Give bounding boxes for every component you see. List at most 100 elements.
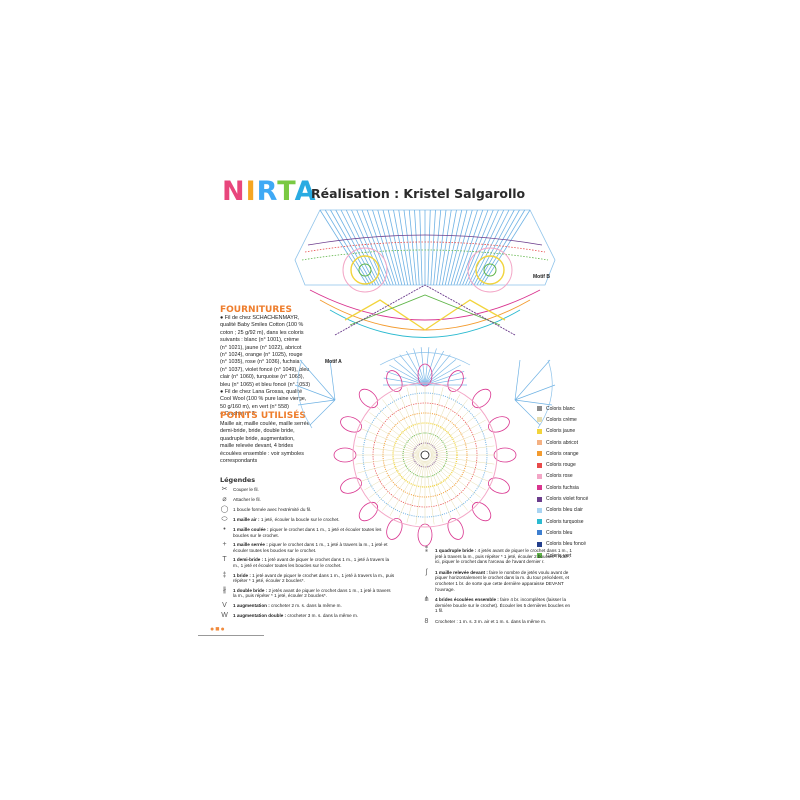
legend-description: faire 4 br. incomplètes (laisser la dern… bbox=[435, 597, 571, 614]
legend-text: 1 boucle formée avec l'extrémité du fil. bbox=[233, 507, 311, 513]
page-title: NIRTA bbox=[222, 176, 316, 207]
color-label: Coloris crème bbox=[546, 416, 577, 423]
motif-a-fan-left bbox=[294, 359, 336, 429]
legend-item: ∦1 double bride : 2 jetés avant de pique… bbox=[220, 587, 395, 599]
color-label: Coloris orange bbox=[546, 450, 579, 457]
color-label: Coloris bleu clair bbox=[546, 507, 583, 514]
text-line: (n° 1024), orange (n° 1025), rouge bbox=[220, 352, 303, 359]
color-swatch bbox=[537, 462, 542, 468]
legend-text: 1 maille air : 1 jeté, écouler la boucle… bbox=[233, 517, 340, 523]
text-line: écoulées ensemble : voir symboles bbox=[220, 450, 304, 457]
color-legend-item: Coloris abricot bbox=[537, 437, 588, 448]
color-swatch bbox=[537, 519, 542, 525]
legend-item: ⁑1 quadruple bride : 4 jetés avant de pi… bbox=[422, 547, 572, 565]
fournitures-text: ● Fil de chez SCHACHENMAYR,qualité Baby … bbox=[220, 315, 332, 419]
color-swatch bbox=[537, 507, 542, 513]
color-swatch bbox=[537, 541, 542, 547]
text-line: (n° 1021), jaune (n° 1022), abricot bbox=[220, 344, 302, 351]
legend-term: 1 quadruple bride : bbox=[435, 548, 477, 553]
legend-description: 1 boucle formée avec l'extrémité du fil. bbox=[233, 507, 312, 512]
legend-description: piquer le crochet dans 1 m., 1 jeté et é… bbox=[233, 527, 382, 538]
crochet-diagram bbox=[294, 209, 556, 547]
symbol-legend-right: ⁑1 quadruple bride : 4 jetés avant de pi… bbox=[422, 547, 572, 625]
legend-item: ◯ 1 boucle formée avec l'extrémité du fi… bbox=[220, 506, 395, 513]
legend-text: 1 augmentation : crocheter 2 m. s. dans … bbox=[233, 603, 342, 609]
color-legend-item: Coloris vert bbox=[537, 550, 588, 561]
color-label: Coloris fuchsia bbox=[546, 484, 579, 491]
color-label: Coloris vert bbox=[546, 552, 572, 559]
motif-a-label: Motif A bbox=[325, 359, 342, 365]
legend-text: 1 augmentation double : crocheter 3 m. s… bbox=[233, 613, 358, 619]
legend-term: 1 maille air : bbox=[233, 517, 260, 522]
upper-fan bbox=[379, 347, 471, 386]
stitch-symbol-icon: ‡ bbox=[222, 571, 227, 579]
color-label: Coloris turquoise bbox=[546, 518, 584, 525]
color-swatch bbox=[537, 530, 542, 536]
color-swatch bbox=[537, 496, 542, 502]
legend-item: +1 maille serrée : piquer le crochet dan… bbox=[220, 541, 395, 553]
stitch-symbol-icon: ⬭ bbox=[221, 516, 228, 523]
color-legend-item: Coloris orange bbox=[537, 448, 588, 459]
points-text: Maille air, maille coulée, maille serrée… bbox=[220, 421, 332, 465]
middle-band bbox=[309, 284, 541, 338]
color-label: Coloris bleu bbox=[546, 529, 573, 536]
legend-item: • 1 maille coulée : piquer le crochet dan… bbox=[220, 526, 395, 538]
stitch-symbol-icon: V bbox=[222, 601, 227, 609]
legend-text: 1 bride : 1 jeté avant de piquer le croc… bbox=[233, 573, 395, 584]
text-line: ● Fil de chez SCHACHENMAYR, bbox=[220, 315, 300, 321]
color-swatch bbox=[537, 451, 542, 457]
stitch-symbol-icon: ⋔ bbox=[423, 596, 430, 604]
legend-text: 1 maille serrée : piquer le crochet dans… bbox=[233, 542, 395, 553]
color-swatch bbox=[537, 553, 542, 558]
legend-term: 1 maille coulée : bbox=[233, 527, 269, 532]
color-label: Coloris jaune bbox=[546, 428, 576, 435]
text-line: maille relevée devant, 4 brides bbox=[220, 443, 294, 450]
text-line: Maille air, maille coulée, maille serrée… bbox=[220, 421, 312, 427]
text-line: correspondants bbox=[220, 458, 258, 465]
stitch-symbol-icon: ◯ bbox=[220, 506, 229, 513]
motif-b-flower-left bbox=[342, 247, 388, 293]
text-line: Cool Wool (100 % pure laine vierge, bbox=[220, 396, 307, 403]
legend-item: ‡ 1 bride : 1 jeté avant de piquer le cro… bbox=[220, 571, 395, 584]
title-letter: R bbox=[256, 176, 278, 207]
text-line: bleu (n° 1065) et bleu foncé (n° 1053) bbox=[220, 381, 311, 388]
stitch-symbol-icon: W bbox=[221, 611, 228, 619]
legend-description: 4 jetés avant de piquer le crochet dans … bbox=[435, 548, 572, 565]
color-legend-item: Coloris turquoise bbox=[537, 516, 588, 527]
legend-description: 1 jeté, écouler la boucle sur le crochet… bbox=[260, 517, 340, 522]
legend-description: 1 jeté avant de piquer le crochet dans 1… bbox=[233, 572, 395, 584]
legend-text: 1 maille coulée : piquer le crochet dans… bbox=[233, 527, 395, 538]
text-line: coton ; 25 g/92 m), dans les coloris bbox=[220, 329, 304, 336]
legend-title: Légendes bbox=[220, 476, 256, 484]
title-letter: A bbox=[294, 176, 317, 207]
title-letter: N bbox=[222, 176, 246, 207]
points-section: POINTS UTILISÉS Maille air, maille coulé… bbox=[220, 411, 332, 465]
legend-term: 4 brides écoulées ensemble : bbox=[435, 597, 499, 603]
symbol-legend: Légendes ✂ Couper le fil. ⌀ Attacher le f… bbox=[220, 476, 395, 619]
color-swatch bbox=[537, 485, 542, 491]
legend-text: 1 maille relevée devant : faire le nombr… bbox=[435, 570, 572, 592]
legend-term: 1 maille serrée : bbox=[233, 542, 268, 548]
fournitures-section: FOURNITURES ● Fil de chez SCHACHENMAYR,q… bbox=[220, 305, 332, 419]
legend-item: V 1 augmentation : crocheter 2 m. s. dans… bbox=[220, 601, 395, 609]
subtitle: Réalisation : Kristel Salgarollo bbox=[311, 186, 526, 201]
legend-term: 1 maille relevée devant : bbox=[435, 569, 488, 575]
color-label: Coloris rouge bbox=[546, 462, 576, 469]
legend-item: ⌀ Attacher le fil. bbox=[220, 496, 395, 503]
color-legend-item: Coloris bleu clair bbox=[537, 505, 588, 516]
legend-text: Couper le fil. bbox=[233, 487, 259, 493]
stitch-symbol-icon: • bbox=[223, 526, 226, 533]
stitch-symbol-icon: ✂ bbox=[221, 486, 228, 493]
text-line: (n° 1037), violet foncé (n° 1049), bleu bbox=[220, 366, 310, 373]
stitch-symbol-icon: 8 bbox=[424, 617, 429, 625]
stitch-symbol-icon: T bbox=[222, 556, 227, 564]
stitch-symbol-icon: ʃ bbox=[425, 568, 428, 576]
text-line: 50 g/160 m), en vert (n° 558) bbox=[220, 403, 289, 410]
legend-term: 1 demi-bride : bbox=[233, 557, 264, 563]
color-legend-item: Coloris violet foncé bbox=[537, 493, 588, 504]
stitch-symbol-icon: ⌀ bbox=[222, 496, 227, 503]
color-swatch bbox=[537, 473, 542, 479]
motif-b-flower-right bbox=[467, 247, 513, 293]
legend-description: 2 jetés avant de piquer le crochet dans … bbox=[233, 587, 391, 599]
